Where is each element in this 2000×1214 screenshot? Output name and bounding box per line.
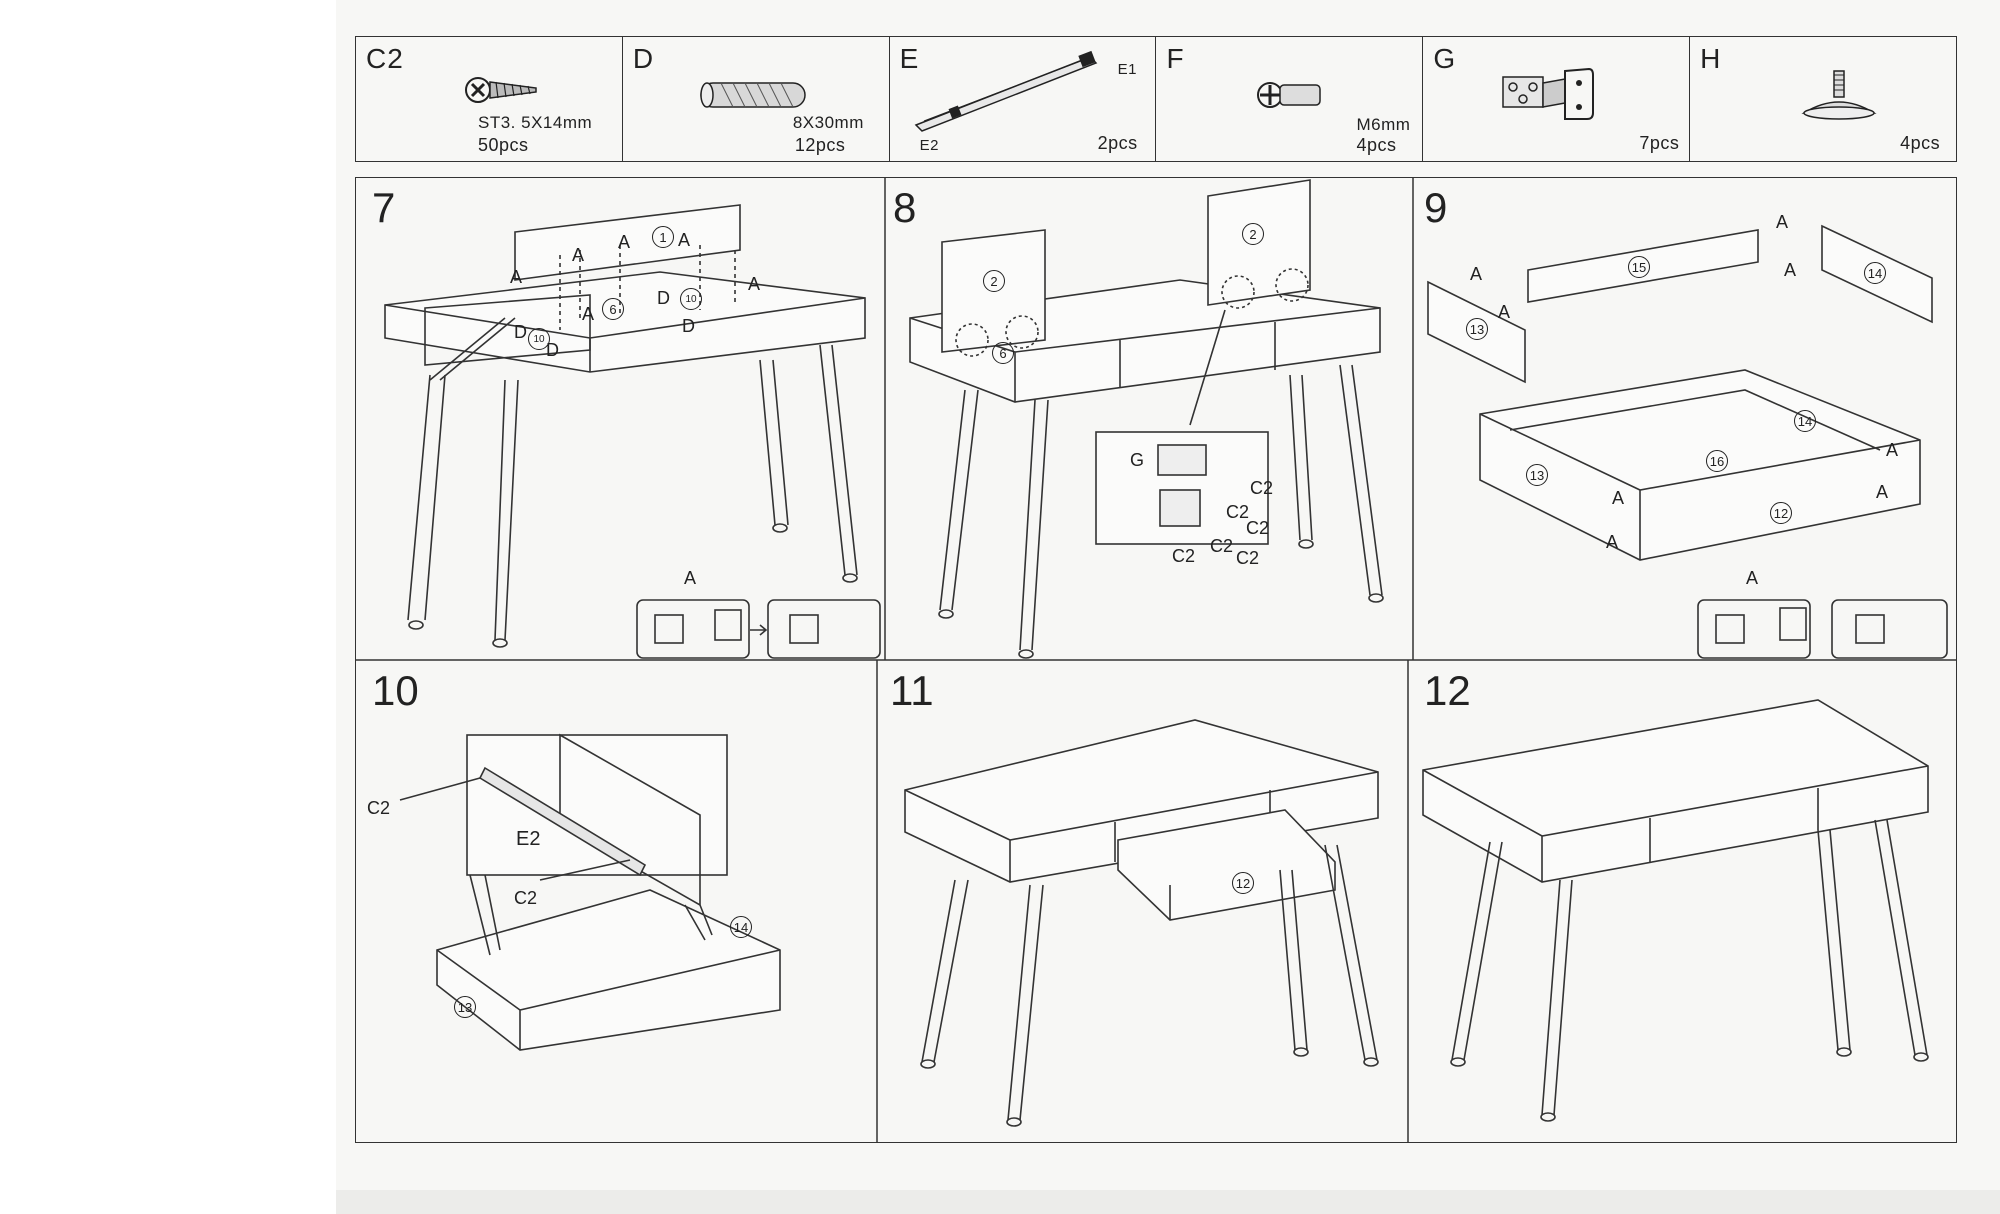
step-number-10: 10 [372, 667, 419, 714]
step-number-9: 9 [1424, 184, 1448, 231]
part-spec: ST3. 5X14mm [478, 113, 593, 132]
leveling-foot-icon [1801, 70, 1877, 120]
fitting-label: A [1886, 440, 1899, 460]
fitting-label: A [678, 230, 691, 250]
fitting-label: G [1130, 450, 1145, 470]
part-qty: 4pcs [1356, 135, 1397, 155]
step-10-drawing [399, 733, 781, 1051]
part-cell-e: E E1 E2 2pcs [890, 37, 1157, 161]
fitting-label: E2 [516, 828, 541, 850]
part-callout: 12 [1770, 502, 1792, 524]
fitting-label: C2 [1246, 518, 1270, 538]
part-callout: 1 [652, 226, 674, 248]
fitting-label: A [1498, 302, 1511, 322]
fitting-label: A [510, 267, 523, 287]
part-callout: 2 [983, 270, 1005, 292]
part-qty: 50pcs [478, 135, 529, 155]
part-callout: 12 [1232, 872, 1254, 894]
part-cell-c2: C2 ST3. 5X14mm 50pcs [356, 37, 623, 161]
part-code: E [899, 43, 920, 74]
part-qty: 12pcs [794, 135, 846, 155]
dowel-icon [700, 82, 806, 108]
scan-edge-bottom [336, 1190, 2000, 1214]
part-callout: 13 [1466, 318, 1488, 340]
part-qty: 4pcs [1900, 133, 1941, 153]
fitting-label: C2 [1210, 536, 1234, 556]
part-code: G [1433, 43, 1457, 74]
part-spec: 8X30mm [792, 113, 864, 132]
part-code: H [1700, 43, 1722, 74]
drawer-slide-icon [914, 50, 1097, 132]
fitting-label: C2 [1250, 478, 1274, 498]
part-code: F [1166, 43, 1185, 74]
fitting-label: C2 [1236, 548, 1260, 568]
fitting-label: A [1776, 212, 1789, 232]
fitting-label: A [1784, 260, 1797, 280]
part-callout: 6 [602, 298, 624, 320]
part-callout: 13 [454, 996, 476, 1018]
fitting-label: D [657, 288, 670, 308]
part-cell-d: D 8X30mm 12pcs [623, 37, 890, 161]
part-callout: 10 [528, 328, 550, 350]
part-callout: 6 [992, 342, 1014, 364]
slide-label-e2: E2 [919, 137, 940, 154]
part-callout: 15 [1628, 256, 1650, 278]
step-9-drawing [1427, 224, 1948, 659]
part-callout: 10 [680, 288, 702, 310]
fitting-label: A [582, 304, 595, 324]
fitting-label: A [748, 274, 761, 294]
part-callout: 13 [1526, 464, 1548, 486]
fitting-label: D [546, 340, 559, 360]
part-cell-f: F M6mm 4pcs [1156, 37, 1424, 161]
step-12-drawing [1422, 699, 1929, 1122]
part-callout: 14 [1794, 410, 1816, 432]
fitting-label: A [572, 245, 585, 265]
fitting-label: C2 [514, 888, 538, 908]
part-code: C2 [366, 43, 404, 74]
parts-table: C2 ST3. 5X14mm 50pcs D 8X30mm 12pcs E E1… [355, 36, 1957, 162]
step-8-drawing [909, 179, 1384, 659]
fitting-label: A [1470, 264, 1483, 284]
fitting-label: A [1746, 568, 1759, 588]
part-qty: 2pcs [1097, 133, 1138, 153]
part-callout: 14 [1864, 262, 1886, 284]
step-number-12: 12 [1424, 667, 1471, 714]
step-number-8: 8 [893, 184, 917, 231]
slide-label-e1: E1 [1117, 61, 1138, 78]
screw-icon [465, 77, 537, 103]
part-qty: 7pcs [1639, 133, 1680, 153]
fitting-label: A [684, 568, 697, 588]
step-number-7: 7 [372, 184, 396, 231]
hinge-icon [1502, 67, 1595, 120]
step-11-drawing [904, 719, 1379, 1127]
step-number-11: 11 [890, 667, 934, 714]
fitting-label: A [1606, 532, 1619, 552]
part-cell-g: G 7pcs [1423, 37, 1691, 161]
fitting-label: C2 [1226, 502, 1250, 522]
fitting-label: A [618, 232, 631, 252]
fitting-label: D [682, 316, 695, 336]
part-callout: 14 [730, 916, 752, 938]
bolt-icon [1257, 82, 1322, 108]
part-code: D [632, 43, 655, 74]
part-callout: 2 [1242, 223, 1264, 245]
fitting-label: A [1876, 482, 1889, 502]
part-spec: M6mm [1356, 115, 1411, 134]
part-callout: 16 [1706, 450, 1728, 472]
fitting-label: C2 [1172, 546, 1196, 566]
fitting-label: D [514, 322, 527, 342]
step-7-drawing [384, 204, 881, 659]
part-cell-h: H 4pcs [1690, 37, 1956, 161]
fitting-label: C2 [367, 798, 391, 818]
fitting-label: A [1612, 488, 1625, 508]
